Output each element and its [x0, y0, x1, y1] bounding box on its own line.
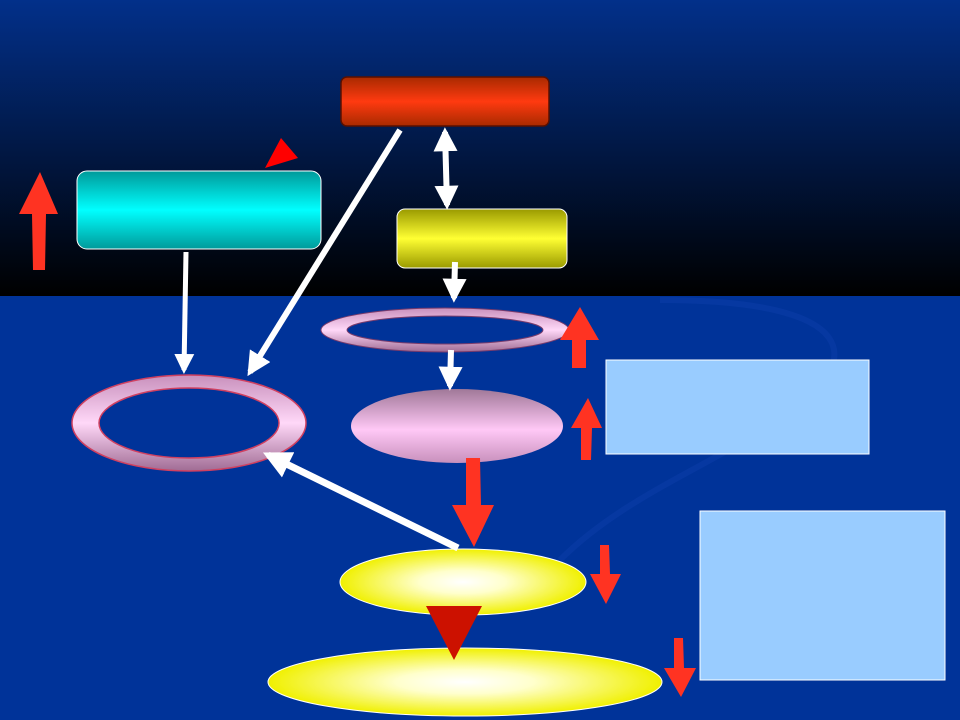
red-down-triangle-center — [426, 606, 482, 660]
red-up-arrow-left — [19, 172, 58, 270]
arrow-cyan-to-large-ring — [174, 251, 195, 374]
red-triangle-marker — [265, 138, 298, 168]
red-down-arrow-ellipse-upper — [590, 545, 621, 604]
info-box-lower — [699, 510, 946, 681]
large-pink-ring — [71, 374, 307, 472]
yellow-box — [396, 208, 568, 269]
yellow-ellipse-upper — [339, 548, 587, 616]
red-header-box — [340, 76, 550, 127]
arrow-thin-ring-to-disc — [438, 349, 463, 391]
info-box-upper — [605, 359, 870, 455]
red-down-arrow-ellipse-lower — [664, 638, 696, 697]
red-up-arrow-disc — [571, 398, 602, 460]
cyan-box — [76, 170, 322, 250]
pink-disc — [351, 389, 563, 463]
arrow-red-to-yellow-bidirectional — [433, 127, 459, 210]
arrow-ellipse-to-large-ring — [262, 451, 460, 552]
yellow-ellipse-lower — [267, 647, 663, 717]
red-down-arrow-center — [452, 458, 494, 547]
arrow-yellow-to-thin-ring — [442, 261, 467, 303]
arrow-red-to-large-ring — [247, 128, 403, 377]
red-up-arrow-thin-ring — [560, 307, 599, 368]
